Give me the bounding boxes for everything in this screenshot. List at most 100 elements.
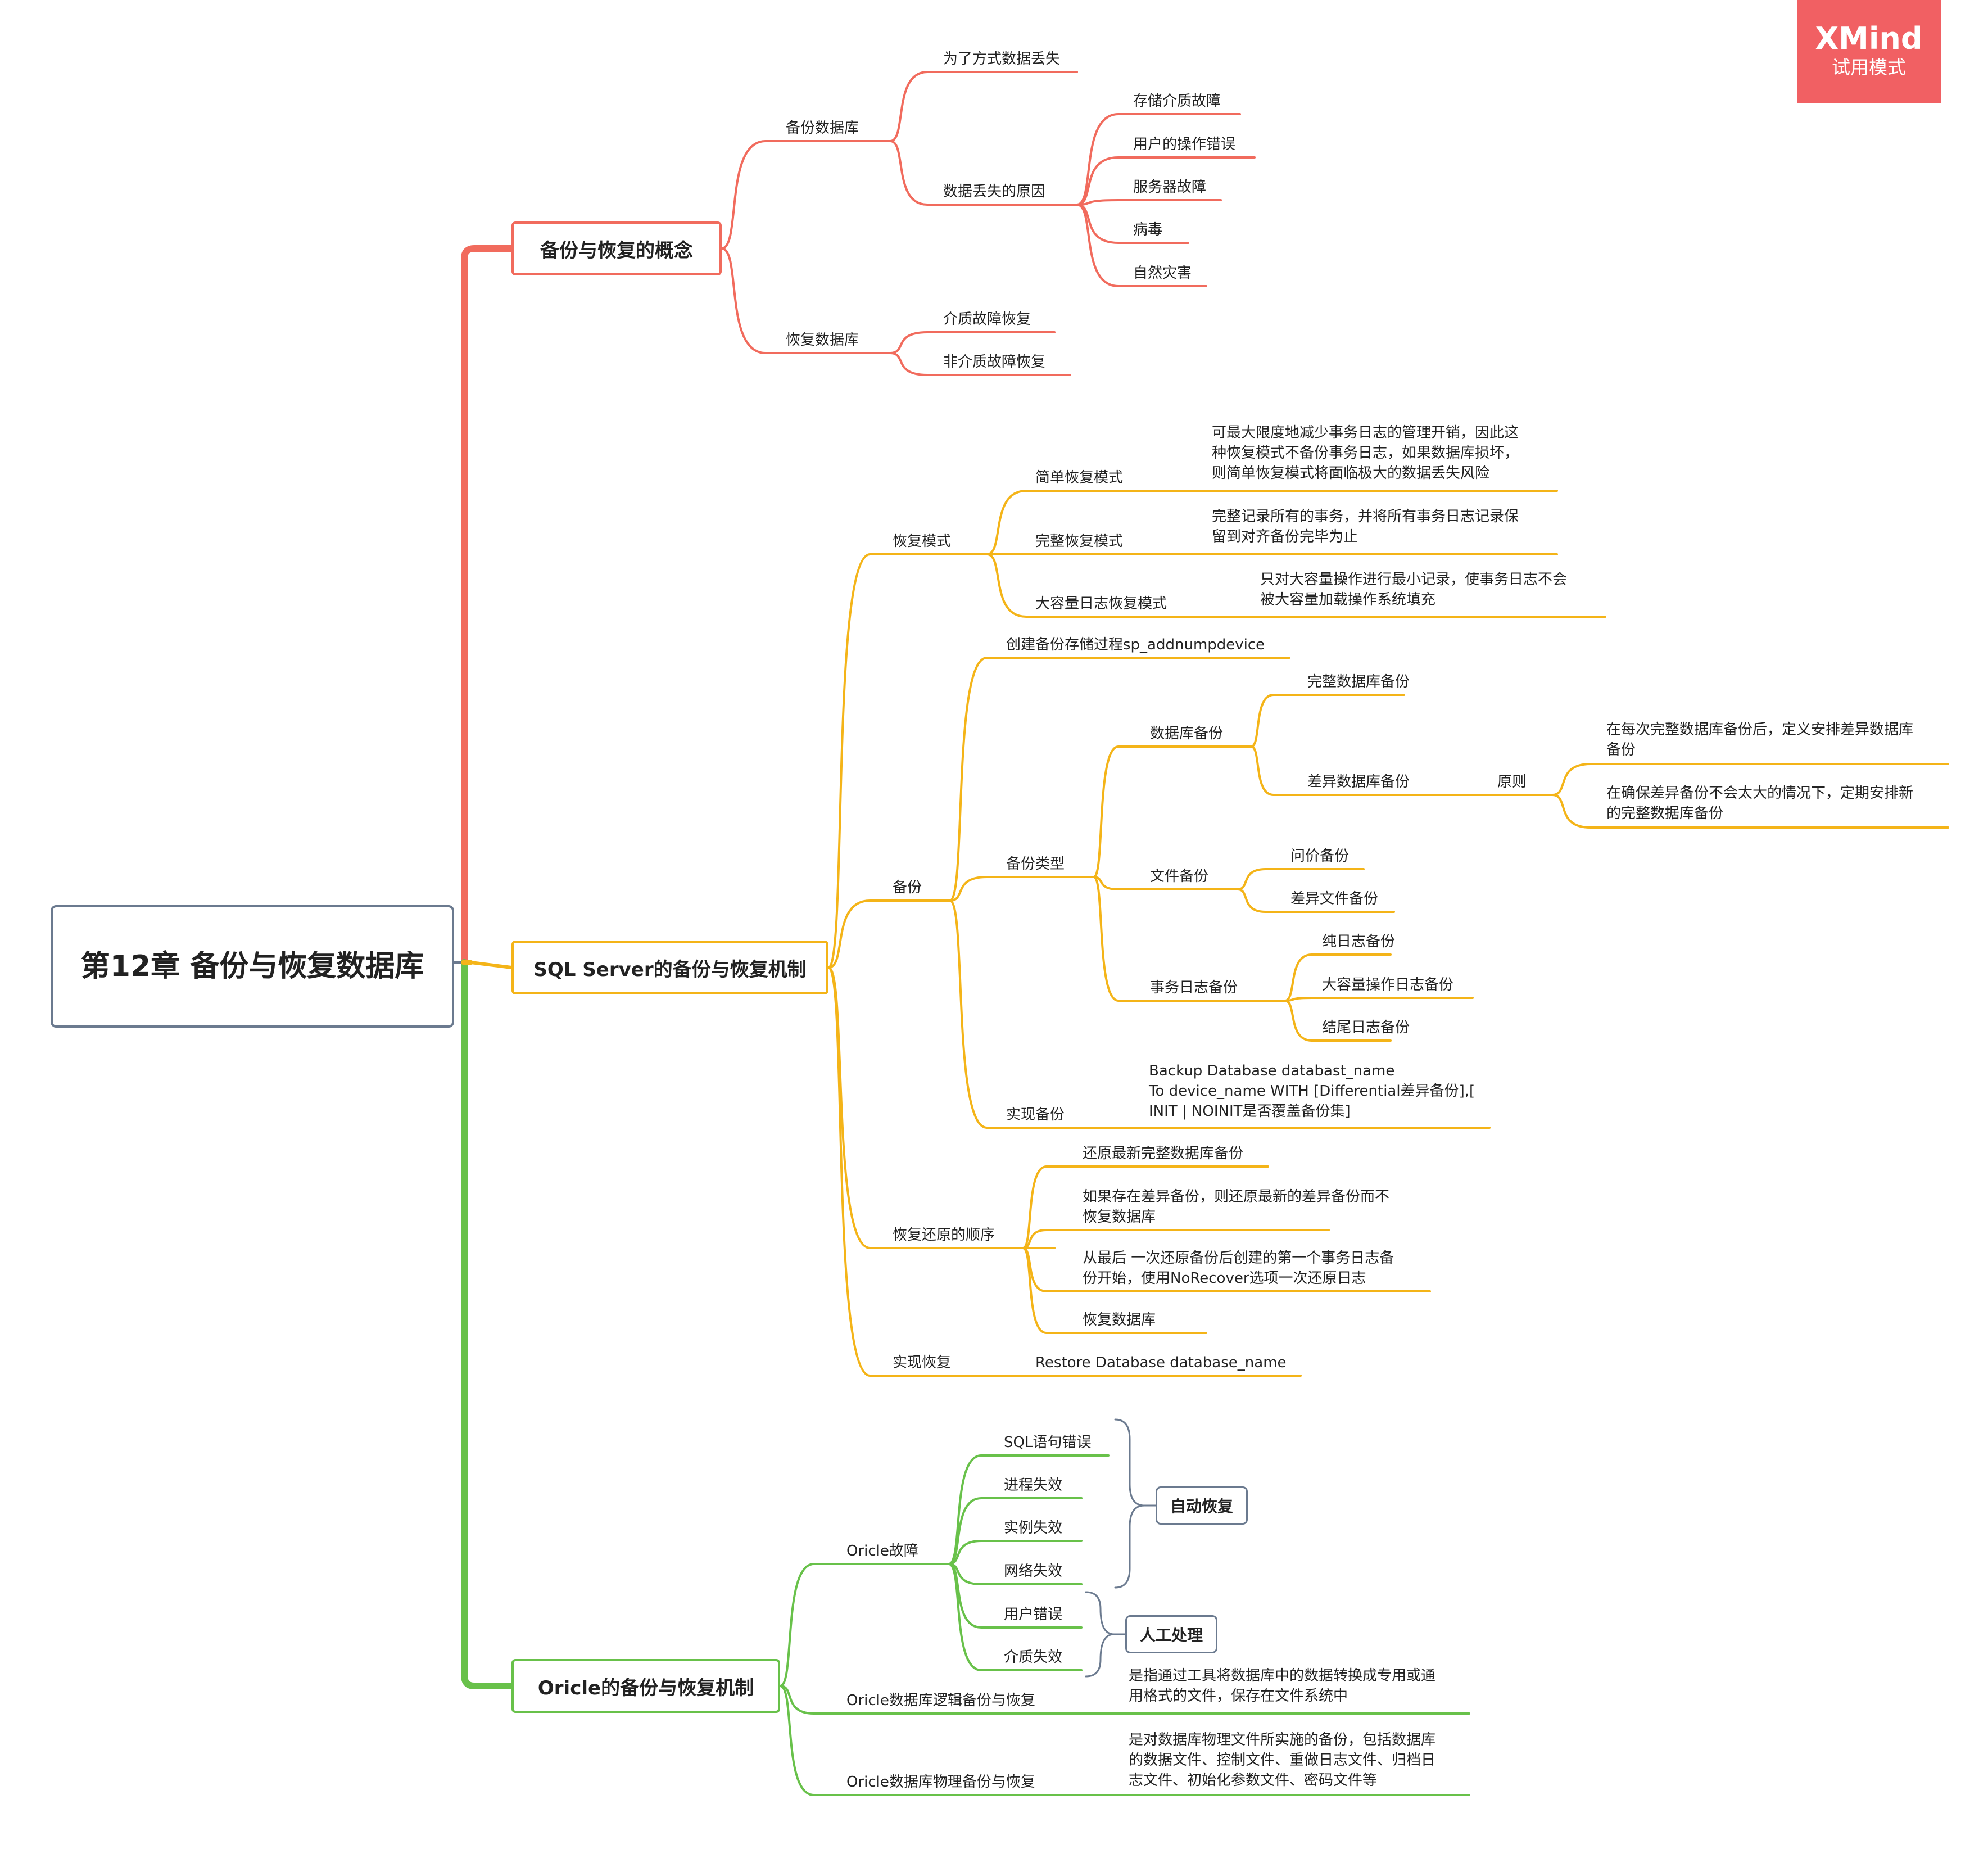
topic-logical-backup[interactable]: Oricle数据库逻辑备份与恢复 xyxy=(846,1692,1035,1709)
topic-file-backup-item[interactable]: 问价备份 xyxy=(1290,848,1350,865)
bulk-mode-desc[interactable]: 只对大容量操作进行最小记录，使事务日志不会 xyxy=(1260,571,1568,588)
connector-line xyxy=(827,553,871,969)
connector-line xyxy=(949,899,988,1129)
topic-cause[interactable]: 用户的操作错误 xyxy=(1133,136,1236,153)
topic-restore-item[interactable]: 介质故障恢复 xyxy=(943,311,1031,328)
bulk-mode-desc[interactable]: 被大容量加载操作系统填充 xyxy=(1260,591,1436,608)
topic-fault-item[interactable]: 进程失效 xyxy=(1004,1477,1063,1494)
branch-concept[interactable]: 备份与恢复的概念 xyxy=(511,221,722,275)
topic-log-backup-item[interactable]: 大容量操作日志备份 xyxy=(1322,977,1454,993)
principle-text[interactable]: 在每次完整数据库备份后，定义安排差异数据库 xyxy=(1606,721,1914,738)
connector-line xyxy=(986,553,1027,618)
central-topic-text: 第12章 备份与恢复数据库 xyxy=(80,950,424,983)
connector-line xyxy=(1284,1000,1313,1042)
connector-line xyxy=(889,140,929,206)
topic-purpose[interactable]: 为了方式数据丢失 xyxy=(943,51,1061,67)
restore-step[interactable]: 恢复数据库 xyxy=(1083,1209,1156,1226)
summary-manual-handling[interactable]: 人工处理 xyxy=(1125,1615,1217,1653)
topic-log-backup[interactable]: 事务日志备份 xyxy=(1150,979,1238,996)
topic-backup[interactable]: 备份 xyxy=(893,879,922,896)
connector-line xyxy=(948,1563,982,1671)
topic-fault-item[interactable]: 介质失效 xyxy=(1004,1649,1063,1666)
topic-cause[interactable]: 病毒 xyxy=(1133,221,1163,238)
connector-line xyxy=(779,1563,815,1687)
principle-text[interactable]: 备份 xyxy=(1606,742,1636,758)
connector-line xyxy=(949,876,988,902)
physical-desc[interactable]: 的数据文件、控制文件、重做日志文件、归档日 xyxy=(1129,1752,1436,1769)
restore-step[interactable]: 还原最新完整数据库备份 xyxy=(1083,1145,1244,1162)
topic-cause[interactable]: 存储介质故障 xyxy=(1133,93,1221,110)
topic-fault-item[interactable]: 实例失效 xyxy=(1004,1520,1063,1536)
topic-restore-order[interactable]: 恢复还原的顺序 xyxy=(893,1227,995,1244)
restore-step[interactable]: 恢复数据库 xyxy=(1083,1312,1156,1328)
central-topic[interactable]: 第12章 备份与恢复数据库 xyxy=(51,905,454,1028)
topic-restore-item[interactable]: 非介质故障恢复 xyxy=(943,354,1046,370)
branch-sqlserver[interactable]: SQL Server的备份与恢复机制 xyxy=(511,941,828,994)
topic-bulk-mode[interactable]: 大容量日志恢复模式 xyxy=(1035,595,1167,612)
topic-log-backup-item[interactable]: 纯日志备份 xyxy=(1322,933,1396,950)
connector-line xyxy=(1093,876,1120,890)
topic-full-db-backup[interactable]: 完整数据库备份 xyxy=(1307,673,1410,690)
connector-line xyxy=(1250,694,1275,748)
topic-backup-types[interactable]: 备份类型 xyxy=(1006,856,1065,872)
backup-code-line[interactable]: To device_name WITH [Differential差异备份],[ xyxy=(1149,1083,1475,1100)
connector-line xyxy=(1237,868,1267,890)
topic-implement-backup[interactable]: 实现备份 xyxy=(1006,1106,1065,1123)
connector-line xyxy=(721,247,767,354)
backup-code-line[interactable]: INIT | NOINIT是否覆盖备份集] xyxy=(1149,1103,1351,1120)
logical-desc[interactable]: 用格式的文件，保存在文件系统中 xyxy=(1129,1688,1348,1705)
topic-simple-mode[interactable]: 简单恢复模式 xyxy=(1035,469,1124,486)
topic-cause[interactable]: 自然灾害 xyxy=(1133,265,1192,282)
topic-implement-restore[interactable]: 实现恢复 xyxy=(893,1354,952,1371)
connector-line xyxy=(827,966,871,1249)
restore-step[interactable]: 份开始，使用NoRecover选项一次还原日志 xyxy=(1083,1270,1366,1287)
restore-step[interactable]: 如果存在差异备份，则还原最新的差异备份而不 xyxy=(1083,1188,1390,1205)
topic-db-backup[interactable]: 数据库备份 xyxy=(1150,725,1224,742)
full-mode-desc[interactable]: 留到对齐备份完毕为止 xyxy=(1212,528,1358,545)
topic-create-proc[interactable]: 创建备份存储过程sp_addnumpdevice xyxy=(1006,636,1265,653)
topic-file-backup[interactable]: 文件备份 xyxy=(1150,868,1209,885)
connector-line xyxy=(1022,1165,1048,1249)
topic-restore-db[interactable]: 恢复数据库 xyxy=(786,332,859,349)
simple-mode-desc[interactable]: 种恢复模式不备份事务日志，如果数据库损坏， xyxy=(1212,445,1519,462)
topic-principle[interactable]: 原则 xyxy=(1497,774,1527,790)
topic-cause[interactable]: 服务器故障 xyxy=(1133,179,1207,196)
topic-oracle-fault[interactable]: Oricle故障 xyxy=(846,1543,918,1559)
connector-line xyxy=(469,961,513,969)
branch-concept-title: 备份与恢复的概念 xyxy=(540,239,693,262)
backup-code-line[interactable]: Backup Database databast_name xyxy=(1149,1063,1395,1079)
branch-oracle[interactable]: Oricle的备份与恢复机制 xyxy=(511,1659,780,1713)
topic-file-backup-item[interactable]: 差异文件备份 xyxy=(1290,890,1379,907)
simple-mode-desc[interactable]: 则简单恢复模式将面临极大的数据丢失风险 xyxy=(1212,465,1490,482)
topic-diff-db-backup[interactable]: 差异数据库备份 xyxy=(1307,774,1410,790)
connector-line xyxy=(948,1497,982,1565)
connector-line xyxy=(948,1540,982,1565)
topic-recovery-mode[interactable]: 恢复模式 xyxy=(893,533,952,550)
topic-full-mode[interactable]: 完整恢复模式 xyxy=(1035,533,1124,550)
trial-mode-text: 试用模式 xyxy=(1832,56,1906,78)
connector-line xyxy=(1114,1418,1145,1589)
principle-text[interactable]: 在确保差异备份不会太大的情况下，定期安排新 xyxy=(1606,785,1914,802)
connector-line xyxy=(1237,888,1267,913)
connector-line xyxy=(1250,745,1275,796)
connector-line xyxy=(721,140,767,250)
full-mode-desc[interactable]: 完整记录所有的事务，并将所有事务日志记录保 xyxy=(1212,508,1519,525)
connector-line xyxy=(1022,1229,1048,1249)
connector-line xyxy=(1085,1591,1115,1678)
summary-manual-handling-text: 人工处理 xyxy=(1139,1626,1203,1644)
restore-step[interactable]: 从最后 一次还原备份后创建的第一个事务日志备 xyxy=(1083,1250,1394,1267)
topic-fault-item[interactable]: 网络失效 xyxy=(1004,1563,1063,1580)
restore-code[interactable]: Restore Database database_name xyxy=(1035,1354,1287,1371)
topic-loss-cause[interactable]: 数据丢失的原因 xyxy=(943,183,1046,200)
physical-desc[interactable]: 是对数据库物理文件所实施的备份，包括数据库 xyxy=(1129,1732,1436,1748)
topic-fault-item[interactable]: 用户错误 xyxy=(1004,1606,1063,1623)
physical-desc[interactable]: 志文件、初始化参数文件、密码文件等 xyxy=(1129,1772,1378,1789)
logical-desc[interactable]: 是指通过工具将数据库中的数据转换成专用或通 xyxy=(1129,1667,1436,1684)
simple-mode-desc[interactable]: 可最大限度地减少事务日志的管理开销，因此这 xyxy=(1212,424,1519,441)
topic-physical-backup[interactable]: Oricle数据库物理备份与恢复 xyxy=(846,1774,1035,1791)
principle-text[interactable]: 的完整数据库备份 xyxy=(1606,805,1724,822)
topic-fault-item[interactable]: SQL语句错误 xyxy=(1004,1434,1092,1451)
topic-backup-db[interactable]: 备份数据库 xyxy=(786,120,859,137)
summary-auto-recovery[interactable]: 自动恢复 xyxy=(1156,1486,1248,1525)
topic-log-backup-item[interactable]: 结尾日志备份 xyxy=(1322,1019,1410,1036)
